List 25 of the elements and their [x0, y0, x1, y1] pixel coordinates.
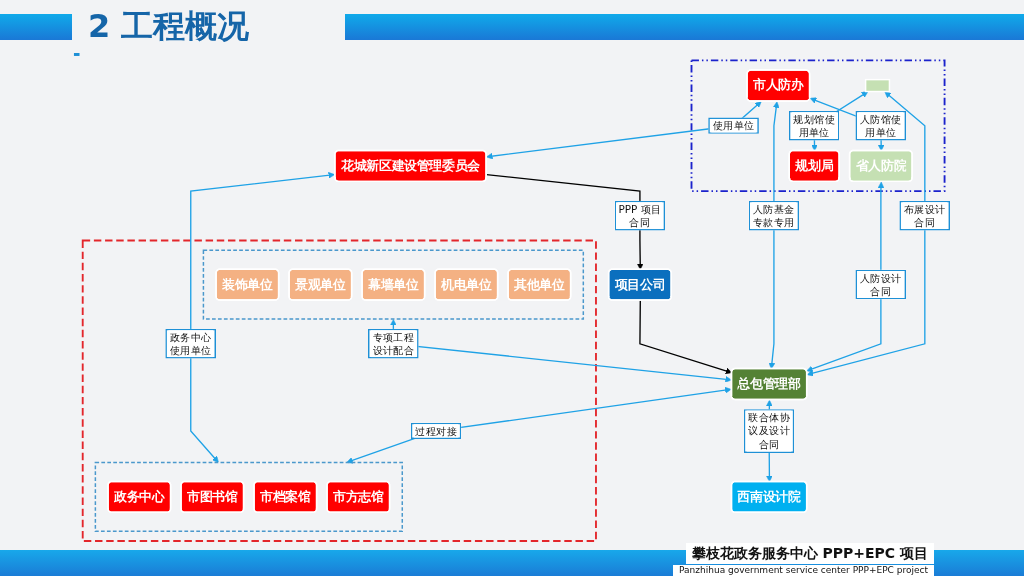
- edge-label: 人防馆使用单位: [860, 112, 902, 139]
- arrow: [768, 101, 780, 370]
- edge-label: 专项工程设计配合: [372, 331, 415, 357]
- node-box: [864, 78, 891, 93]
- edge-label: 规划馆使用单位: [793, 112, 836, 139]
- cluster: [94, 461, 403, 533]
- arrow: [486, 101, 762, 160]
- arrow: [346, 386, 732, 464]
- project-subtitle: Panzhihua government service center PPP+EPC project: [673, 565, 934, 576]
- edge-label: 过程对接: [415, 424, 457, 437]
- edge-label: 布展设计合同: [903, 202, 946, 229]
- arrow: [639, 299, 733, 374]
- cluster: [81, 239, 597, 542]
- edge-label: 政务中心使用单位: [169, 331, 212, 357]
- cluster: [202, 249, 585, 320]
- edge-label: 人防设计合同: [860, 271, 902, 298]
- edge-label: 人防基金专款专用: [753, 202, 795, 229]
- arrow: [390, 319, 732, 383]
- slide-title: 2 工程概况: [88, 6, 250, 47]
- project-title: 攀枝花政务服务中心 PPP+EPC 项目: [685, 543, 934, 564]
- arrow: [190, 172, 335, 463]
- edge-label: PPP 项目合同: [618, 202, 662, 229]
- edge-label: 联合体协议及设计合同: [748, 411, 790, 451]
- edge-label: 使用单位: [712, 119, 755, 132]
- cluster: [690, 59, 946, 192]
